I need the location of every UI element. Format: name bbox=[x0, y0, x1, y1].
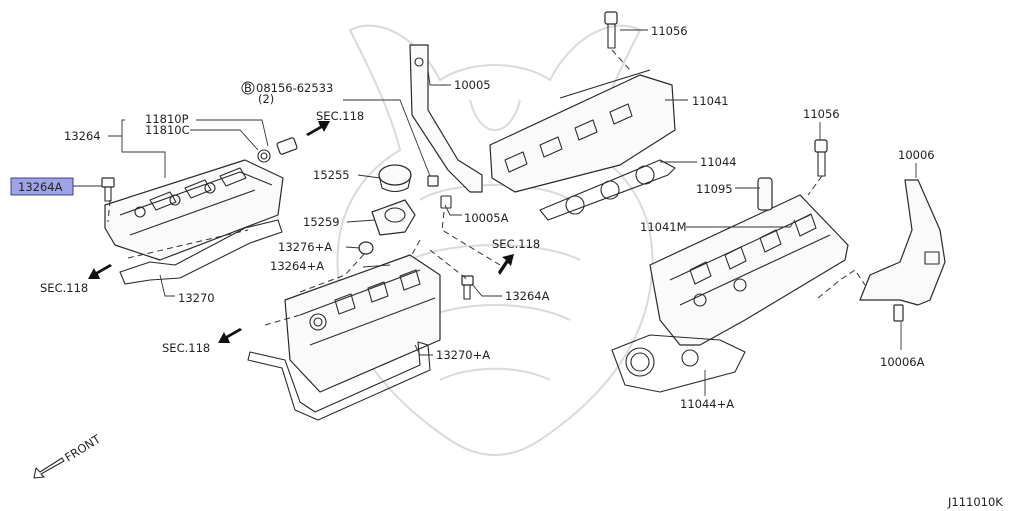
label-sec118-left: SEC.118 bbox=[40, 281, 88, 295]
label-13264pA: 13264+A bbox=[270, 259, 324, 273]
pcv-valve-11810P bbox=[257, 137, 298, 163]
assembly-lines bbox=[107, 49, 866, 326]
label-15255: 15255 bbox=[313, 168, 350, 182]
label-13270: 13270 bbox=[178, 291, 215, 305]
head-gasket-11044-A bbox=[611, 334, 746, 393]
label-10006: 10006 bbox=[898, 148, 935, 162]
valve-cover-right bbox=[284, 254, 441, 393]
label-13270A: 13270+A bbox=[436, 348, 490, 362]
gasket-13270-A bbox=[247, 341, 431, 421]
label-15259: 15259 bbox=[303, 215, 340, 229]
label-10005: 10005 bbox=[454, 78, 491, 92]
bolt-13264A-left bbox=[101, 177, 115, 202]
bolt-13264A-right bbox=[461, 275, 474, 300]
sec118-arrows bbox=[88, 121, 514, 343]
label-sec118-mid: SEC.118 bbox=[492, 237, 540, 251]
valve-cover-left bbox=[104, 159, 284, 261]
label-11044: 11044 bbox=[700, 155, 737, 169]
label-10005A: 10005A bbox=[464, 211, 509, 225]
head-bolt-11056-top bbox=[604, 11, 618, 49]
label-13264A-right: 13264A bbox=[505, 289, 550, 303]
label-11810P: 11810P bbox=[145, 112, 189, 126]
dowel-11095 bbox=[757, 177, 773, 211]
grommet-13276A bbox=[358, 241, 374, 255]
label-13264A-highlight: 13264A bbox=[18, 180, 63, 194]
oil-filler-neck-15259 bbox=[371, 199, 416, 236]
bracket-10005 bbox=[409, 44, 483, 193]
label-11810C: 11810C bbox=[145, 123, 190, 137]
leader-lines bbox=[72, 29, 917, 396]
head-gasket-11044 bbox=[539, 159, 676, 221]
cylinder-head-11041 bbox=[489, 69, 676, 193]
front-arrow-icon bbox=[33, 457, 65, 479]
bracket-10006 bbox=[859, 179, 946, 322]
oil-filler-cap-15255 bbox=[378, 164, 412, 193]
label-bolt-symbol: B bbox=[244, 81, 252, 95]
label-11041: 11041 bbox=[692, 94, 729, 108]
label-sec118-center: SEC.118 bbox=[162, 341, 210, 355]
highlight-13264A bbox=[10, 177, 74, 196]
label-13264: 13264 bbox=[64, 129, 101, 143]
part-labels: 13264 13264A 11810P 11810C B 08156-62533… bbox=[10, 24, 1003, 509]
label-13276A: 13276+A bbox=[278, 240, 332, 254]
bolt-symbol-circle bbox=[241, 81, 255, 95]
diagram-code: J111010K bbox=[947, 495, 1003, 509]
label-11056-right: 11056 bbox=[803, 107, 840, 121]
label-bolt-qty: (2) bbox=[258, 92, 274, 106]
label-sec118-top: SEC.118 bbox=[316, 109, 364, 123]
label-11056-top: 11056 bbox=[651, 24, 688, 38]
label-bolt-code: 08156-62533 bbox=[256, 81, 333, 95]
label-11095: 11095 bbox=[696, 182, 733, 196]
label-10006A: 10006A bbox=[880, 355, 925, 369]
gasket-13270 bbox=[119, 219, 283, 285]
head-bolt-11056-right bbox=[814, 139, 828, 177]
cylinder-head-11041M bbox=[649, 194, 849, 346]
label-front: FRONT bbox=[62, 431, 104, 464]
label-11041M: 11041M bbox=[640, 220, 687, 234]
watermark-emblem bbox=[336, 24, 654, 456]
label-11044A: 11044+A bbox=[680, 397, 734, 411]
